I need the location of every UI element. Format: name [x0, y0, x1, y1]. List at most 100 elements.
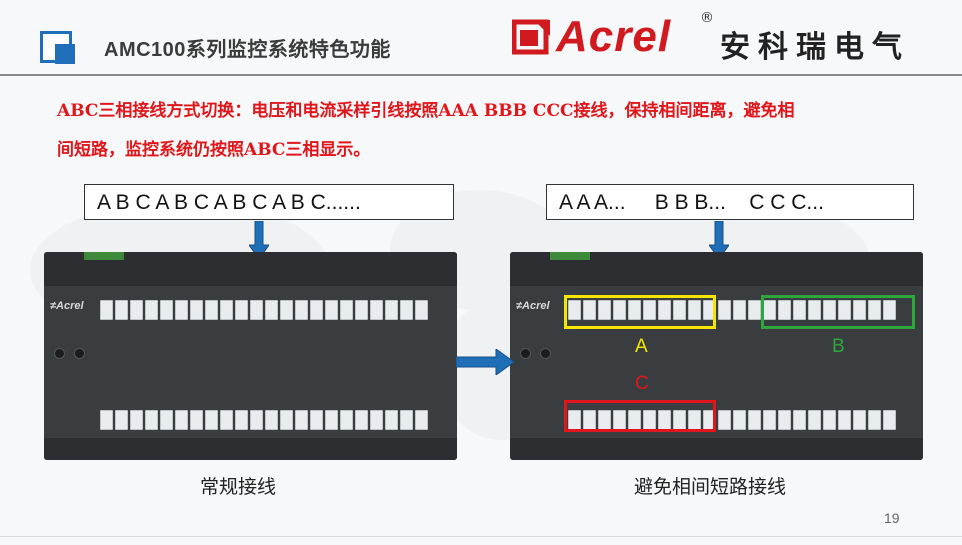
terminal-block — [370, 300, 383, 320]
title-square-fill-icon — [55, 44, 75, 64]
brand-registered-mark: ® — [700, 10, 714, 26]
terminal-block — [175, 300, 188, 320]
terminal-block — [853, 300, 866, 320]
acrel-logo-icon — [512, 19, 550, 55]
terminal-block — [355, 410, 368, 430]
terminal-block — [280, 410, 293, 430]
terminal-block — [100, 300, 113, 320]
device-green-connector — [84, 252, 124, 260]
device-indicator-icon — [540, 348, 551, 359]
device-indicator-icon — [74, 348, 85, 359]
label-b: B — [832, 336, 845, 357]
terminal-block — [145, 300, 158, 320]
slide-title: AMC100系列监控系统特色功能 — [104, 39, 391, 61]
terminal-block — [400, 300, 413, 320]
terminal-block — [718, 410, 731, 430]
device-anti-short-wiring: ≠Acrel — [510, 252, 923, 460]
terminal-block — [130, 410, 143, 430]
highlight-group-a — [564, 295, 716, 329]
terminal-block — [733, 410, 746, 430]
terminal-block — [340, 300, 353, 320]
terminal-block — [130, 300, 143, 320]
terminal-block — [400, 410, 413, 430]
terminal-block — [370, 410, 383, 430]
left-sequence-box: A B C A B C A B C A B C...... — [84, 184, 454, 220]
label-a: A — [635, 336, 648, 357]
terminal-block — [265, 300, 278, 320]
terminal-block — [280, 300, 293, 320]
terminal-block — [628, 300, 641, 320]
terminal-block — [385, 410, 398, 430]
terminal-block — [115, 410, 128, 430]
device-indicator-icon — [54, 348, 65, 359]
terminal-block — [613, 300, 626, 320]
highlight-group-c — [564, 400, 716, 432]
terminal-block — [823, 300, 836, 320]
header-divider — [0, 74, 962, 76]
device-logo: ≠Acrel — [50, 300, 84, 312]
brand-chinese-name: 安科瑞电气 — [720, 30, 910, 65]
terminal-block — [310, 300, 323, 320]
terminal-block — [808, 300, 821, 320]
caption-anti-short-wiring: 避免相间短路接线 — [634, 476, 787, 498]
terminal-block — [310, 410, 323, 430]
terminal-block — [220, 410, 233, 430]
terminal-block — [868, 300, 881, 320]
terminal-block — [250, 410, 263, 430]
device-terminal-row-bottom — [100, 410, 428, 432]
terminal-block — [145, 410, 158, 430]
terminal-block — [115, 300, 128, 320]
terminal-block — [823, 410, 836, 430]
terminal-block — [415, 300, 428, 320]
description-text: ABC三相接线方式切换：电压和电流采样引线按照AAA BBB CCC接线，保持相… — [57, 92, 927, 170]
device-bottom-strip — [44, 438, 457, 460]
terminal-block — [190, 410, 203, 430]
device-terminal-row-top — [568, 300, 896, 322]
terminal-block — [235, 410, 248, 430]
terminal-block — [568, 300, 581, 320]
terminal-block — [853, 410, 866, 430]
terminal-block — [733, 300, 746, 320]
footer-divider — [0, 536, 962, 537]
terminal-block — [673, 300, 686, 320]
device-terminal-row-top — [100, 300, 428, 322]
terminal-block — [778, 300, 791, 320]
terminal-block — [190, 300, 203, 320]
brand-name: Acrel — [556, 12, 672, 61]
device-green-connector — [550, 252, 590, 260]
terminal-block — [205, 300, 218, 320]
terminal-block — [220, 300, 233, 320]
description-line-1: ABC三相接线方式切换：电压和电流采样引线按照AAA BBB CCC接线，保持相… — [57, 101, 795, 121]
terminal-block — [748, 410, 761, 430]
terminal-block — [385, 300, 398, 320]
terminal-block — [415, 410, 428, 430]
page-number: 19 — [884, 510, 900, 526]
terminal-block — [793, 410, 806, 430]
description-line-2: 间短路，监控系统仍按照ABC三相显示。 — [57, 140, 371, 160]
device-normal-wiring: ≠Acrel — [44, 252, 457, 460]
terminal-block — [295, 410, 308, 430]
terminal-block — [583, 300, 596, 320]
terminal-block — [688, 300, 701, 320]
terminal-block — [868, 410, 881, 430]
terminal-block — [793, 300, 806, 320]
arrow-right-icon — [456, 349, 514, 375]
terminal-block — [718, 300, 731, 320]
terminal-block — [265, 410, 278, 430]
terminal-block — [325, 300, 338, 320]
right-sequence-box: A A A... B B B... C C C... — [546, 184, 914, 220]
terminal-block — [340, 410, 353, 430]
device-bottom-strip — [510, 438, 923, 460]
device-indicator-icon — [520, 348, 531, 359]
terminal-block — [100, 410, 113, 430]
caption-normal-wiring: 常规接线 — [200, 476, 277, 498]
terminal-block — [808, 410, 821, 430]
terminal-block — [295, 300, 308, 320]
terminal-block — [250, 300, 263, 320]
terminal-block — [160, 300, 173, 320]
terminal-block — [175, 410, 188, 430]
terminal-block — [748, 300, 761, 320]
terminal-block — [235, 300, 248, 320]
terminal-block — [763, 410, 776, 430]
device-terminal-row-bottom — [568, 410, 896, 432]
